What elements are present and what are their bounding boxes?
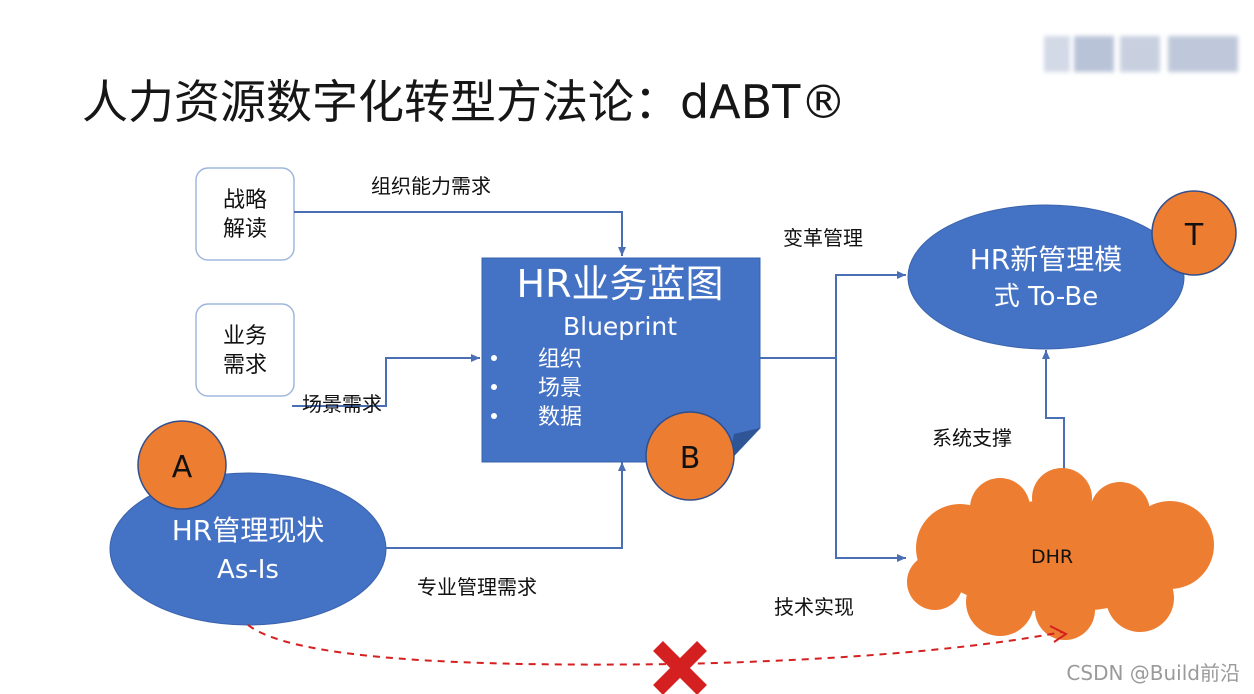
page-title: 人力资源数字化转型方法论：dABT® <box>82 75 847 129</box>
blueprint-bullet-2: 场景 <box>538 376 582 401</box>
label-scenario: 场景需求 <box>302 392 382 416</box>
badge-t: T <box>1151 190 1237 276</box>
dhr-cloud: DHR <box>907 468 1214 640</box>
tobe-line-2: 式 To-Be <box>994 282 1098 312</box>
arrow-dhr-to-tobe <box>1042 350 1065 492</box>
asis-node: HR管理现状 As-Is <box>109 472 387 626</box>
arrow-blueprint-to-dhr <box>835 358 906 562</box>
label-tech: 技术实现 <box>774 595 854 619</box>
blueprint-node: HR业务蓝图 Blueprint 组织 场景 数据 <box>481 257 761 463</box>
badge-t-label: T <box>1184 218 1204 253</box>
watermark: CSDN @Build前沿 <box>1066 661 1240 685</box>
bullet-icon <box>491 355 497 361</box>
label-professional: 专业管理需求 <box>417 575 537 599</box>
bullet-icon <box>491 413 497 419</box>
badge-b-label: B <box>680 441 701 476</box>
tobe-node: HR新管理模 式 To-Be <box>907 204 1185 350</box>
arrow-business-to-blueprint <box>292 354 480 407</box>
asis-line-2: As-Is <box>217 555 279 585</box>
strategy-line-2: 解读 <box>223 217 267 242</box>
badge-a: A <box>137 420 227 510</box>
dashed-direct-path <box>247 624 1063 666</box>
label-org-capability: 组织能力需求 <box>371 174 491 198</box>
business-box: 业务 需求 <box>195 303 295 397</box>
blueprint-bullet-3: 数据 <box>538 405 582 430</box>
strategy-box: 战略 解读 <box>195 167 295 261</box>
business-line-1: 业务 <box>223 324 267 349</box>
blueprint-title: HR业务蓝图 <box>517 262 724 306</box>
dhr-label: DHR <box>1031 546 1073 568</box>
arrow-asis-to-blueprint <box>386 462 626 549</box>
bullet-icon <box>491 384 497 390</box>
label-system: 系统支撑 <box>932 426 1012 450</box>
arrow-strategy-to-blueprint <box>294 211 626 256</box>
blueprint-bullet-1: 组织 <box>538 347 582 372</box>
dashed-arrowhead <box>1049 625 1068 643</box>
asis-line-1: HR管理现状 <box>172 514 325 547</box>
label-change: 变革管理 <box>783 226 863 250</box>
blurred-logo <box>1044 36 1238 72</box>
business-line-2: 需求 <box>223 353 267 378</box>
badge-a-label: A <box>172 450 193 485</box>
strategy-line-1: 战略 <box>223 188 267 213</box>
arrow-blueprint-to-tobe <box>760 271 906 359</box>
red-x-icon <box>653 641 707 694</box>
blueprint-subtitle: Blueprint <box>563 312 677 341</box>
connectors <box>292 211 1065 562</box>
badge-b: B <box>645 411 735 501</box>
tobe-line-1: HR新管理模 <box>970 243 1123 276</box>
